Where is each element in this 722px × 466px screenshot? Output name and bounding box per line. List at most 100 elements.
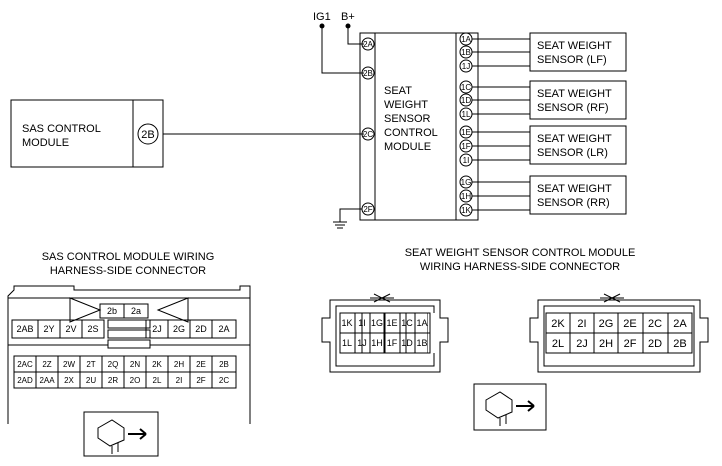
sas-pin-label: 2R (108, 376, 118, 385)
sw-conn2-pin-label: 2I (577, 318, 586, 330)
sw-conn1-pin-label: 1H (371, 338, 383, 348)
sas-pin-label: 2U (86, 376, 96, 385)
sw-conn1-pin-label: 1J (357, 338, 367, 348)
sw-conn2-pin-label: 2E (623, 318, 636, 330)
sensor-lf-label-1: SEAT WEIGHT (537, 40, 612, 52)
sensor-rf-box (529, 80, 627, 120)
sas-pin-label: 2T (86, 360, 95, 369)
sensor-lr-label-1: SEAT WEIGHT (537, 133, 612, 145)
sas-connector-title-2: HARNESS-SIDE CONNECTOR (50, 265, 206, 277)
ground-wire (339, 208, 362, 222)
swscm-pin-label: 1B (461, 48, 471, 57)
sas-pin-label: 2D (195, 324, 207, 334)
sas-pin-label: 2O (130, 376, 141, 385)
sw-connector-title-1: SEAT WEIGHT SENSOR CONTROL MODULE (405, 247, 636, 259)
swscm-pin-label: 1F (461, 142, 470, 151)
sensor-lf-box (529, 32, 627, 72)
swscm-label-line-1: SEAT (384, 85, 412, 97)
sas-pin-label: 2Z (42, 360, 51, 369)
sw-conn2-pin-label: 2B (673, 338, 686, 350)
swscm-label-line-4: CONTROL (384, 127, 438, 139)
sas-pin-label: 2K (152, 360, 162, 369)
connector-2-latch-icon (603, 293, 621, 303)
ig1-label: IG1 (313, 11, 331, 23)
sas-module-label-1: SAS CONTROL (22, 123, 101, 135)
sw-conn2-pin-label: 2F (624, 338, 637, 350)
sas-pin-label: 2AA (39, 376, 55, 385)
sas-pin-label: 2B (219, 360, 229, 369)
bplus-wire (347, 26, 364, 45)
arrow-icon (128, 428, 147, 440)
sensor-rf-label-1: SEAT WEIGHT (537, 88, 612, 100)
sas-connector-title-1: SAS CONTROL MODULE WIRING (42, 251, 215, 263)
sas-pin-label: 2AD (17, 376, 33, 385)
ig1-wire (321, 26, 364, 74)
sas-pin-label: 2W (63, 360, 75, 369)
sw-conn1-pin-label: 1B (416, 338, 427, 348)
sas-connector-key-left (69, 297, 102, 323)
sas-pin-label: 2S (87, 324, 98, 334)
sas-pin-label: 2Y (43, 324, 54, 334)
connector-plug-icon-2 (485, 391, 513, 419)
sas-pin-label: 2F (196, 376, 205, 385)
sas-pin-label: 2AB (16, 324, 33, 334)
sas-pin-label: 2E (196, 360, 206, 369)
sas-pin-label: 2L (153, 376, 162, 385)
swscm-pin-label: 1G (461, 178, 472, 187)
swscm-pin-label: 1J (462, 62, 470, 71)
connector-plug-icon (97, 419, 125, 447)
bplus-label: B+ (341, 11, 355, 23)
swscm-connector-1-outline (321, 299, 449, 373)
sw-conn1-pin-label: 1A (416, 318, 427, 328)
sas-pin-label: 2V (65, 324, 76, 334)
swscm-pin-label: 1A (461, 35, 471, 44)
sas-pin-label: 2C (219, 376, 229, 385)
sas-pin-label: 2N (130, 360, 140, 369)
sas-pin-label: 2I (176, 376, 183, 385)
sas-pin-label: 2J (152, 324, 162, 334)
sw-connector-view-icon-frame (473, 383, 547, 431)
sw-conn2-pin-label: 2C (648, 318, 662, 330)
swscm-pin-2b-circle (361, 66, 375, 80)
swscm-pin-label: 1H (461, 192, 471, 201)
sas-pin-label: 2Q (108, 360, 119, 369)
swscm-pin-label: 1C (461, 83, 471, 92)
swscm-pin-label: 1D (461, 96, 471, 105)
sw-conn1-pin-label: 1K (341, 318, 352, 328)
sensor-rf-label-2: SENSOR (RF) (537, 102, 609, 114)
sensor-rr-label-1: SEAT WEIGHT (537, 183, 612, 195)
sas-pin-label: 2X (64, 376, 74, 385)
swscm-connector-2-outline (529, 299, 709, 373)
sw-conn1-pin-label: 1D (401, 338, 413, 348)
sw-conn2-pin-label: 2G (599, 318, 614, 330)
sensor-rr-label-2: SENSOR (RR) (537, 197, 610, 209)
swscm-label-line-3: SENSOR (384, 113, 431, 125)
swscm-pin-label: 2A (363, 40, 373, 49)
sw-conn1-pin-label: 1I (358, 318, 366, 328)
sas-pin-label: 2H (174, 360, 184, 369)
swscm-pin-label: 1E (461, 128, 471, 137)
swscm-pin-label: 2C (363, 130, 373, 139)
sw-conn2-pin-label: 2A (673, 318, 687, 330)
sas-connector-outline (7, 285, 251, 424)
sw-connector-title-2: WIRING HARNESS-SIDE CONNECTOR (420, 261, 620, 273)
swscm-pin-label: 2F (363, 205, 372, 214)
sw-conn2-pin-label: 2J (576, 338, 588, 350)
sas-pin-label: 2G (173, 324, 185, 334)
swscm-label-line-5: MODULE (384, 141, 431, 153)
sw-conn2-pin-label: 2K (551, 318, 565, 330)
swscm-pin-label: 1K (461, 206, 471, 215)
swscm-pin-label: 1I (463, 156, 470, 165)
swscm-pin-label: 1L (462, 110, 471, 119)
swscm-pin-2a-circle (361, 37, 375, 51)
sas-pin-label: 2a (131, 306, 141, 316)
sw-conn1-pin-label: 1G (371, 318, 383, 328)
arrow-icon-2 (516, 400, 535, 412)
swscm-pin-2c-circle (361, 127, 375, 141)
sas-pin-label: 2AC (17, 360, 33, 369)
sw-conn2-pin-label: 2D (648, 338, 662, 350)
sas-pin-2b-circle (137, 123, 159, 145)
sas-pin-2a-lower-cell (123, 303, 149, 319)
sas-connector-view-icon-frame (83, 411, 159, 457)
